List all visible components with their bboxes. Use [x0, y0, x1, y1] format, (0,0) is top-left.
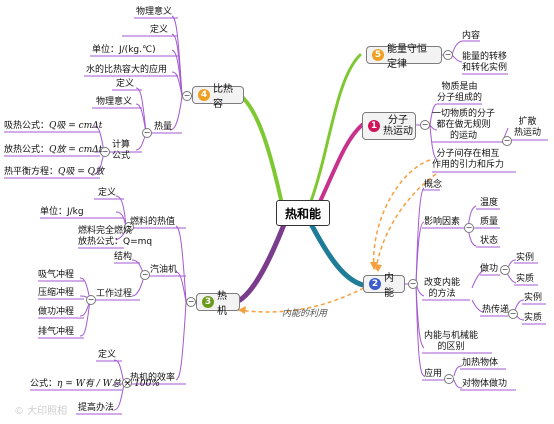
node-irregular-motion[interactable]: 一切物质的分子 都在做无规则 的运动	[432, 109, 496, 141]
collapse-toggle[interactable]: −	[122, 378, 132, 388]
node-example[interactable]: 实例	[524, 293, 543, 303]
node-fuel-heat-value[interactable]: 燃料的热值	[130, 217, 176, 227]
node-internal-vs-mechanical[interactable]: 内能与机械能 的区别	[424, 331, 479, 352]
node-compression-stroke[interactable]: 压缩冲程	[38, 288, 75, 298]
node-factors[interactable]: 影响因素	[424, 217, 461, 227]
efficiency-formula: η = W有 / W总 × 100%	[57, 379, 160, 389]
node-definition[interactable]: 定义	[150, 25, 169, 35]
node-definition[interactable]: 定义	[98, 350, 117, 360]
node-water-application[interactable]: 水的比热容大的应用	[86, 65, 168, 75]
node-essence[interactable]: 实质	[524, 313, 543, 323]
collapse-toggle[interactable]: −	[182, 91, 192, 101]
collapse-toggle[interactable]: −	[100, 147, 110, 157]
node-unit[interactable]: 单位：J/(kg.℃)	[92, 45, 156, 55]
node-release-formula[interactable]: 放热公式：Q放 = cmΔt	[4, 145, 102, 156]
node-engine-efficiency[interactable]: 热机的效率	[130, 373, 176, 383]
node-mass[interactable]: 质量	[480, 217, 499, 227]
collapse-toggle[interactable]: −	[500, 265, 510, 275]
collapse-toggle[interactable]: −	[420, 120, 430, 130]
node-temperature[interactable]: 温度	[480, 198, 499, 208]
watermark: © 大印照相	[14, 406, 68, 417]
node-heat[interactable]: 热量	[154, 122, 173, 132]
release-equation: Q放 = cmΔt	[49, 145, 103, 155]
node-diffusion[interactable]: 扩散 热运动	[514, 117, 542, 138]
node-state[interactable]: 状态	[480, 236, 499, 246]
node-fuel-unit[interactable]: 单位：J/kg	[40, 207, 84, 217]
node-change-methods[interactable]: 改变内能 的方法	[424, 278, 461, 299]
number-3-icon: 3	[202, 296, 214, 308]
node-doing-work[interactable]: 做功	[480, 264, 499, 274]
node-physical-meaning[interactable]: 物理意义	[136, 7, 173, 17]
absorb-equation: Q吸 = cmΔt	[49, 121, 103, 131]
node-fuel-formula[interactable]: 燃料完全燃烧 放热公式：Q=mq	[78, 226, 153, 247]
node-definition[interactable]: 定义	[98, 188, 117, 198]
node-calc-formula[interactable]: 计算 公式	[112, 140, 131, 161]
topic-molecular-motion[interactable]: 1 分子 热运动	[362, 112, 416, 140]
collapse-toggle[interactable]: −	[508, 309, 518, 319]
node-definition[interactable]: 定义	[116, 79, 135, 89]
node-structure[interactable]: 结构	[114, 252, 133, 262]
balance-equation: Q吸 = Q放	[58, 167, 105, 177]
node-application[interactable]: 应用	[424, 369, 443, 379]
topic-internal-energy[interactable]: 2 内能	[363, 273, 405, 299]
formula-label: 公式：	[30, 379, 58, 389]
formula-label: 放热公式：	[4, 145, 50, 155]
number-5-icon: 5	[372, 49, 384, 61]
link-label-usage[interactable]: 内能的利用	[282, 309, 328, 319]
node-exhaust-stroke[interactable]: 排气冲程	[38, 327, 75, 337]
collapse-toggle[interactable]: −	[443, 50, 453, 60]
node-example[interactable]: 实例	[516, 253, 535, 263]
node-heat-transfer[interactable]: 热传递	[482, 305, 510, 315]
collapse-toggle[interactable]: −	[86, 295, 96, 305]
number-2-icon: 2	[369, 278, 381, 290]
collapse-toggle[interactable]: −	[444, 374, 454, 384]
node-balance-equation[interactable]: 热平衡方程：Q吸 = Q放	[4, 167, 104, 178]
topic-label: 分子 热运动	[383, 115, 413, 137]
formula-label: 吸热公式：	[4, 121, 50, 131]
collapse-toggle[interactable]: −	[186, 297, 196, 307]
collapse-toggle[interactable]: −	[408, 279, 418, 289]
collapse-toggle[interactable]: −	[142, 128, 152, 138]
collapse-toggle[interactable]: −	[124, 222, 134, 232]
collapse-toggle[interactable]: −	[140, 270, 150, 280]
topic-label: 能量守恒定律	[387, 44, 427, 70]
number-1-icon: 1	[368, 120, 380, 132]
number-4-icon: 4	[198, 89, 210, 101]
central-topic[interactable]: 热和能	[276, 200, 330, 226]
node-improve-methods[interactable]: 提高办法	[78, 403, 115, 413]
node-working-process[interactable]: 工作过程	[96, 289, 133, 299]
topic-label: 内能	[384, 273, 394, 299]
node-essence[interactable]: 实质	[516, 274, 535, 284]
topic-heat-engine[interactable]: 3 热机	[196, 291, 240, 317]
node-molecular-forces[interactable]: 分子间存在相互 作用的引力和斥力	[432, 149, 505, 170]
formula-label: 热平衡方程：	[4, 167, 59, 177]
node-energy-transfer-examples[interactable]: 能量的转移 和转化实例	[462, 52, 508, 73]
node-absorb-formula[interactable]: 吸热公式：Q吸 = cmΔt	[4, 121, 102, 132]
node-intake-stroke[interactable]: 吸气冲程	[38, 270, 75, 280]
node-matter-made-of-molecules[interactable]: 物质是由 分子组成的	[437, 82, 483, 103]
node-content[interactable]: 内容	[462, 31, 481, 41]
collapse-toggle[interactable]: −	[502, 136, 512, 146]
node-heating-object[interactable]: 加热物体	[462, 358, 499, 368]
topic-energy-conservation[interactable]: 5 能量守恒定律	[366, 44, 442, 70]
collapse-toggle[interactable]: −	[464, 223, 474, 233]
node-physical-meaning[interactable]: 物理意义	[96, 97, 133, 107]
topic-specific-heat[interactable]: 4 比热容	[192, 84, 244, 110]
topic-label: 比热容	[213, 84, 233, 110]
node-concept[interactable]: 概念	[424, 180, 443, 190]
topic-label: 热机	[217, 291, 227, 317]
node-formula[interactable]: 公式：η = W有 / W总 × 100%	[30, 379, 160, 390]
node-gasoline-engine[interactable]: 汽油机	[150, 265, 178, 275]
node-power-stroke[interactable]: 做功冲程	[38, 307, 75, 317]
node-work-on-object[interactable]: 对物体做功	[462, 379, 508, 389]
